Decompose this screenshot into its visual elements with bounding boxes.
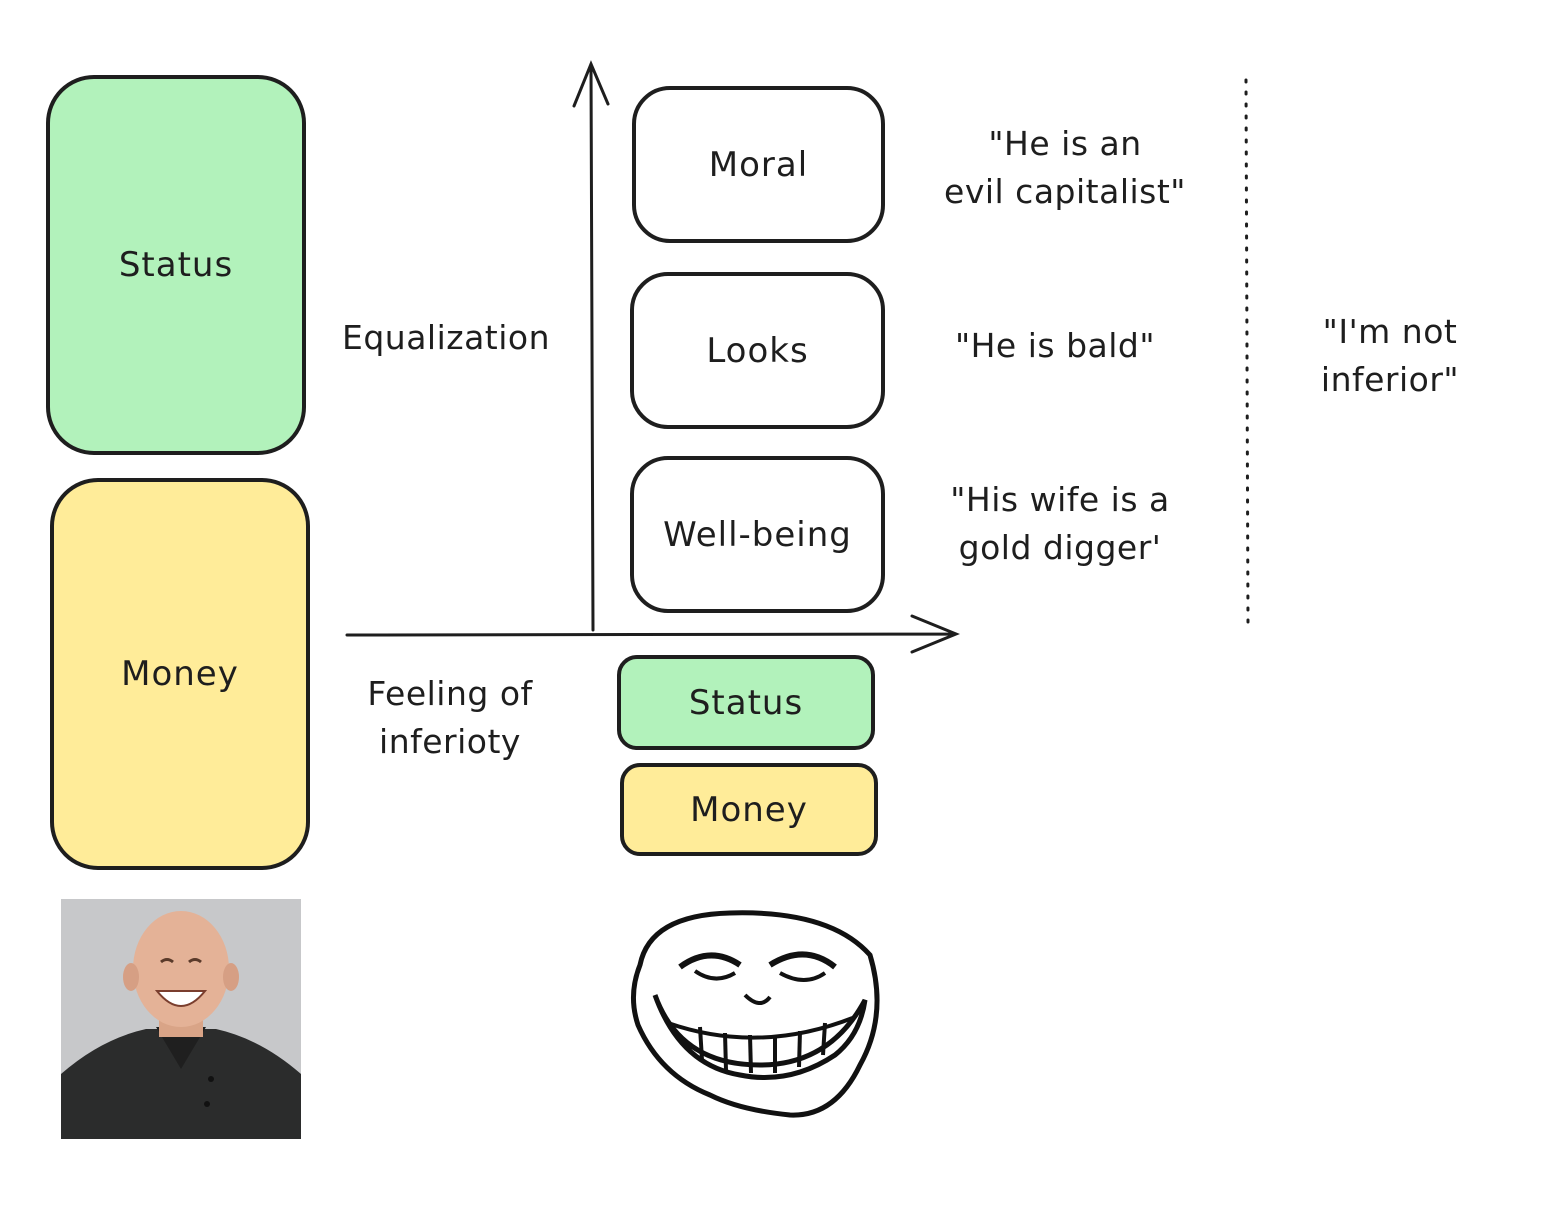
vertical-axis-label: Equalization	[341, 318, 551, 357]
looks-box-label: Looks	[706, 330, 809, 371]
moral-box: Moral	[632, 86, 885, 243]
moral-quote: "He is an evil capitalist"	[944, 124, 1186, 211]
troll-face-icon	[631, 910, 880, 1118]
status-box-small: Status	[617, 655, 875, 750]
status-box-large: Status	[46, 75, 306, 455]
dotted-separator	[1244, 78, 1250, 627]
horizontal-axis-arrow	[345, 614, 960, 654]
horizontal-axis-label: Feeling of inferioty	[367, 674, 533, 761]
looks-quote: "He is bald"	[954, 326, 1156, 365]
moral-box-label: Moral	[708, 144, 809, 185]
money-box-large-label: Money	[121, 654, 239, 694]
money-box-small-label: Money	[690, 789, 808, 830]
person-photo	[61, 899, 301, 1139]
money-box-small: Money	[620, 763, 878, 856]
status-box-large-label: Status	[118, 245, 234, 285]
conclusion-quote: "I'm not inferior"	[1320, 312, 1460, 399]
well-being-box: Well-being	[630, 456, 885, 613]
looks-box: Looks	[630, 272, 885, 429]
vertical-axis-arrow	[572, 60, 610, 632]
status-box-small-label: Status	[688, 682, 804, 723]
money-box-large: Money	[50, 478, 310, 870]
well-being-box-label: Well-being	[663, 514, 852, 555]
well-being-quote: "His wife is a gold digger'	[950, 480, 1170, 567]
